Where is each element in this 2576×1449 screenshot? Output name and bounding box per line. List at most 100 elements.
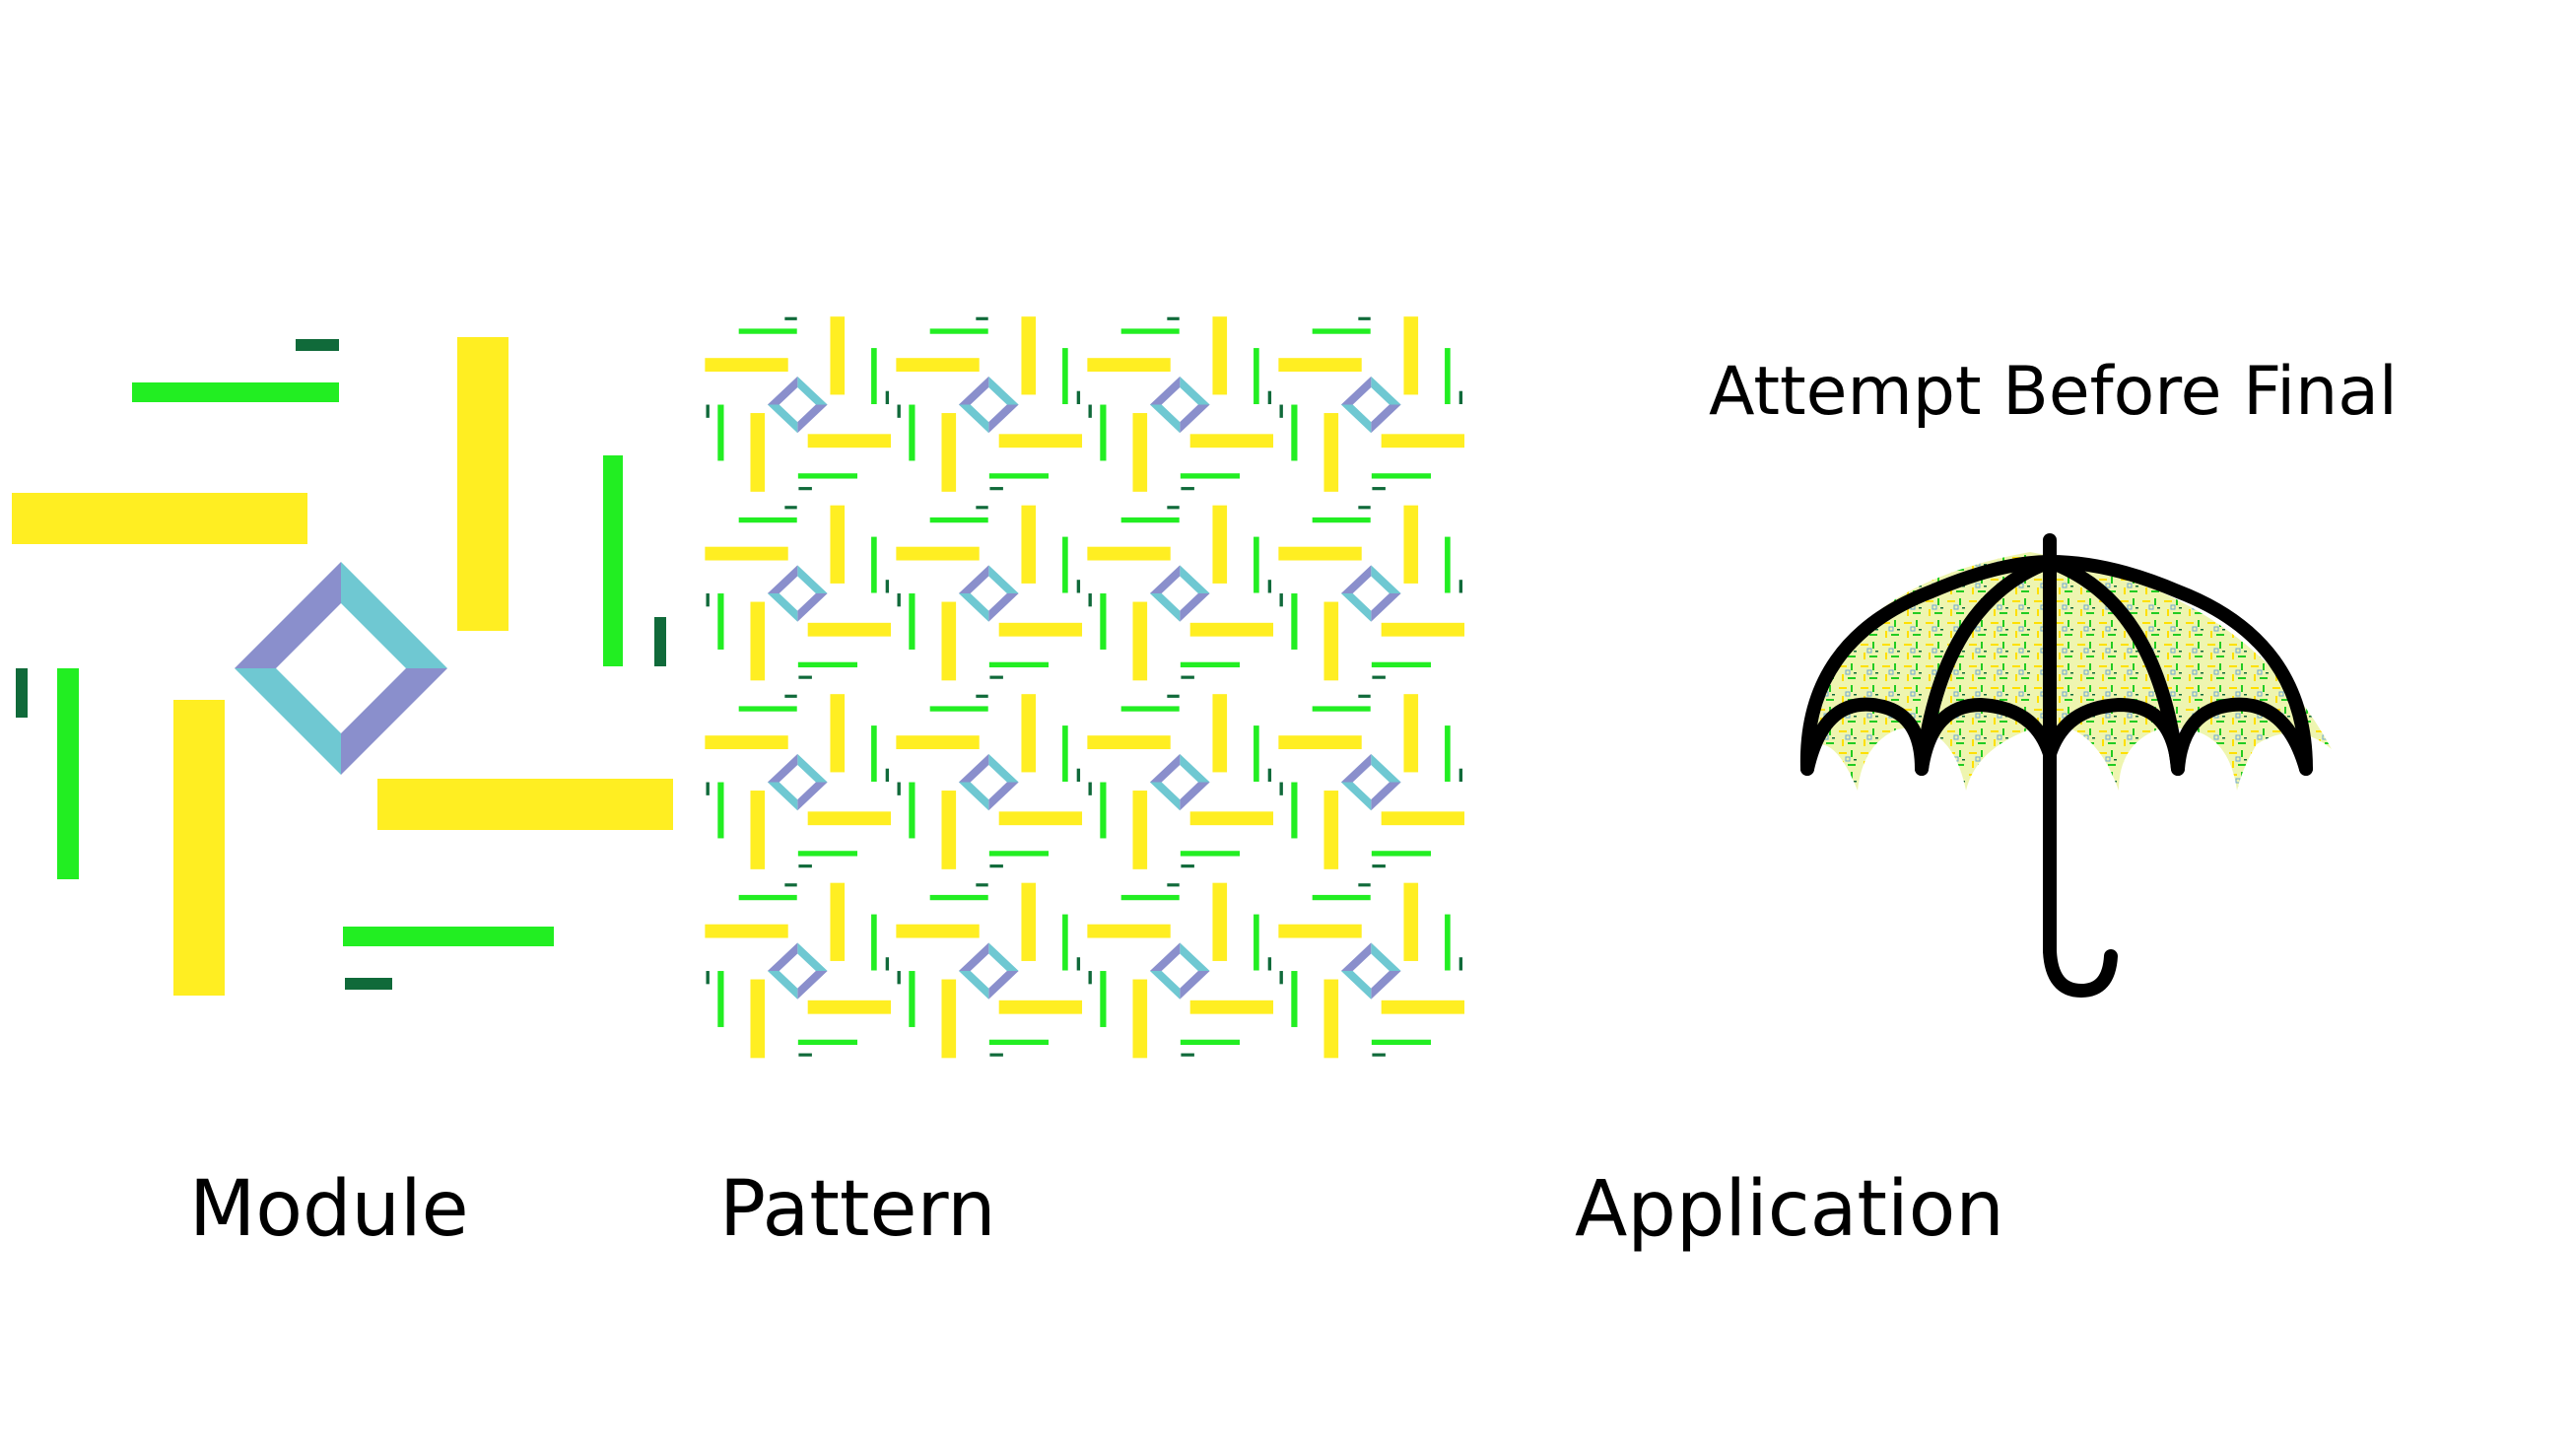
tile-2-0-bar-9 (885, 768, 890, 783)
tile-1-3-ring-segment-1 (1371, 593, 1401, 622)
tile-1-2-ring-segment-1 (1180, 593, 1210, 622)
tile-2-2-ring-segment-3 (1149, 753, 1181, 783)
tile-0-0-bar-8 (784, 316, 797, 320)
pattern-grid (705, 316, 1465, 1059)
pattern-tile-1-2 (1087, 505, 1274, 681)
tile-1-0-bar-8 (784, 506, 797, 510)
tile-1-1-bar-5 (1062, 536, 1068, 593)
tile-1-2-ring-segment-3 (1149, 565, 1181, 594)
tile-1-0-bar-2 (807, 622, 892, 637)
tile-2-2-ring-segment-1 (1180, 782, 1210, 811)
module-panel (0, 296, 680, 1005)
tile-0-2-bar-9 (1267, 390, 1272, 405)
tile-2-2-bar-3 (1132, 791, 1148, 869)
module-bar-8 (296, 339, 339, 351)
tile-1-1-bar-8 (976, 506, 988, 510)
tile-2-0-bar-10 (798, 864, 812, 868)
pattern-tile-3-3 (1278, 882, 1465, 1059)
pattern-panel (702, 306, 1466, 1061)
tile-0-0-bar-4 (738, 328, 797, 334)
tile-2-3-ring-segment-1 (1371, 782, 1401, 811)
tile-2-3-bar-7 (1291, 782, 1298, 839)
tile-3-1-bar-0 (896, 924, 980, 938)
tile-0-0-bar-7 (717, 404, 724, 461)
tile-3-0-bar-4 (738, 894, 797, 901)
tile-2-3-bar-8 (1358, 694, 1371, 698)
module-ring-segment-3 (235, 562, 341, 668)
tile-0-2-bar-8 (1167, 316, 1180, 320)
tile-3-0-bar-2 (807, 1000, 892, 1014)
module-motif (12, 337, 673, 996)
tile-1-3-ring-segment-0 (1371, 565, 1401, 594)
tile-2-3-bar-11 (1279, 782, 1283, 795)
tile-3-1-bar-1 (1021, 882, 1037, 961)
tile-1-0-bar-11 (706, 593, 710, 607)
tile-2-3-ring-segment-3 (1340, 753, 1372, 783)
tile-2-0-bar-1 (830, 694, 846, 773)
tile-2-2-bar-5 (1254, 725, 1259, 783)
tile-3-1-bar-5 (1062, 914, 1068, 971)
tile-0-0-bar-11 (706, 404, 710, 418)
module-bar-4 (132, 382, 339, 402)
module-bar-9 (654, 617, 666, 666)
tile-3-1-bar-3 (941, 979, 957, 1059)
tile-3-1-bar-11 (897, 971, 901, 985)
tile-1-3-ring-segment-3 (1340, 565, 1372, 594)
tile-2-1-bar-10 (989, 864, 1003, 868)
tile-1-3-bar-2 (1381, 622, 1465, 637)
pattern-tile-3-0 (705, 882, 892, 1059)
pattern-tile-1-0 (705, 505, 892, 681)
tile-0-3-bar-4 (1312, 328, 1371, 334)
tile-0-3-ring-segment-2 (1340, 404, 1372, 434)
tile-3-3-bar-3 (1323, 979, 1339, 1059)
pattern-tile-3-1 (896, 882, 1083, 1059)
pattern-tile-2-0 (705, 694, 892, 869)
tile-1-1-bar-2 (998, 622, 1083, 637)
tile-1-2-bar-8 (1167, 506, 1180, 510)
tile-3-1-bar-4 (929, 894, 988, 901)
tile-0-1-bar-10 (989, 487, 1003, 491)
tile-0-1-bar-2 (998, 434, 1083, 448)
tile-1-1-bar-9 (1076, 580, 1081, 593)
module-bar-6 (343, 927, 554, 946)
module-bar-0 (12, 493, 307, 544)
tile-3-3-ring-segment-0 (1371, 942, 1401, 972)
tile-2-3-bar-4 (1312, 706, 1371, 712)
tile-1-2-bar-11 (1088, 593, 1092, 607)
tile-3-1-bar-2 (998, 1000, 1083, 1014)
tile-1-0-bar-10 (798, 675, 812, 679)
tile-2-1-bar-11 (897, 782, 901, 795)
tile-0-0-bar-10 (798, 487, 812, 491)
tile-2-1-bar-3 (941, 791, 957, 869)
application-label: Application (1575, 1165, 2004, 1254)
tile-1-1-bar-6 (988, 661, 1050, 668)
tile-3-2-bar-5 (1254, 914, 1259, 971)
tile-3-2-bar-3 (1132, 979, 1148, 1059)
pattern-tile-0-2 (1087, 316, 1274, 492)
tile-1-2-bar-7 (1100, 593, 1107, 650)
tile-0-1-bar-6 (988, 473, 1050, 479)
tile-1-1-bar-4 (929, 517, 988, 523)
tile-1-0-ring-segment-1 (797, 593, 828, 622)
tile-0-3-bar-6 (1371, 473, 1432, 479)
module-ring-segment-1 (341, 668, 447, 775)
tile-2-2-bar-4 (1120, 706, 1180, 712)
module-bar-5 (603, 455, 623, 666)
tile-1-1-bar-7 (909, 593, 915, 650)
tile-3-2-ring-segment-2 (1149, 971, 1181, 1000)
module-bar-11 (16, 668, 28, 718)
tile-3-2-bar-7 (1100, 971, 1107, 1027)
tile-3-3-bar-8 (1358, 883, 1371, 887)
tile-2-0-ring-segment-0 (797, 753, 828, 783)
tile-2-1-ring-segment-1 (988, 782, 1019, 811)
module-ring-segment-0 (341, 562, 447, 668)
tile-0-0-bar-0 (705, 358, 788, 373)
tile-0-2-ring-segment-0 (1180, 376, 1210, 405)
tile-2-2-bar-8 (1167, 694, 1180, 698)
tile-1-3-bar-7 (1291, 593, 1298, 650)
tile-1-3-bar-10 (1372, 675, 1386, 679)
module-label: Module (189, 1165, 469, 1254)
tile-2-2-bar-2 (1189, 811, 1274, 826)
tile-3-3-bar-9 (1458, 957, 1463, 971)
tile-0-2-bar-6 (1180, 473, 1241, 479)
